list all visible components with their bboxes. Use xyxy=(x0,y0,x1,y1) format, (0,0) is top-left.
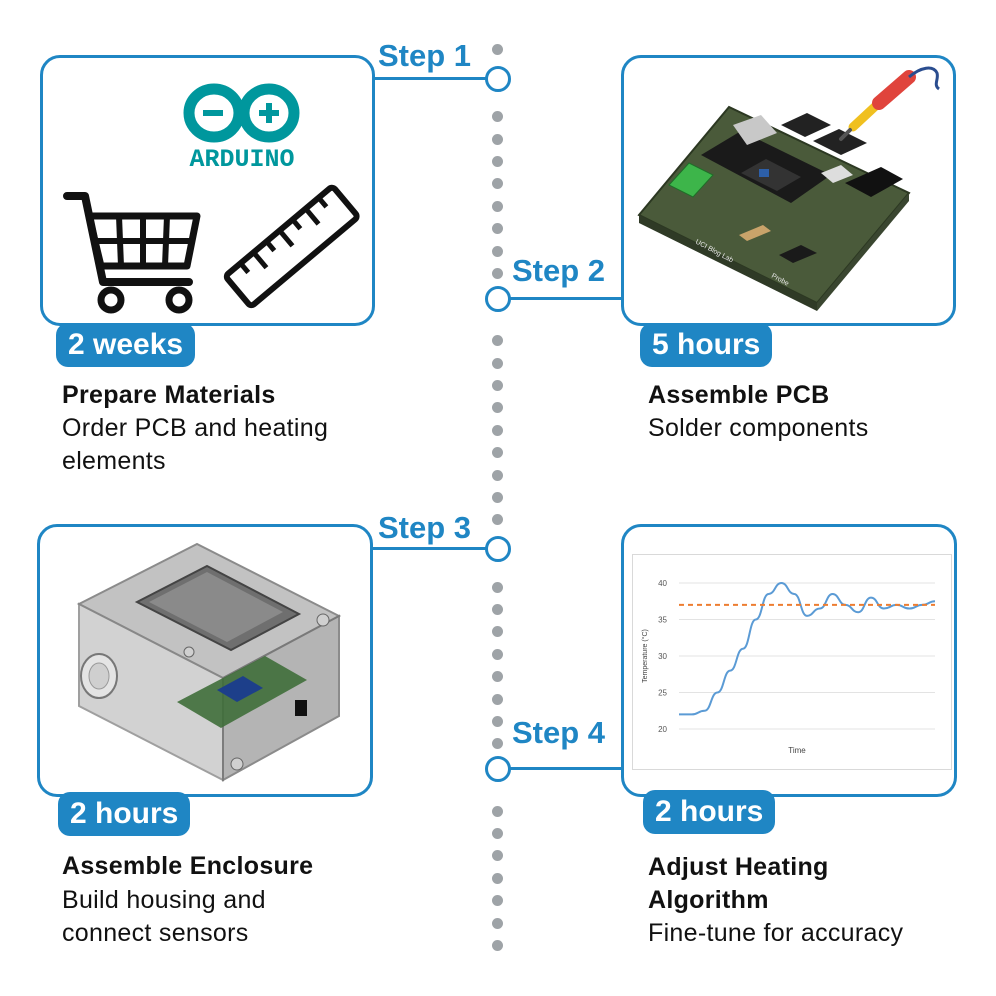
timeline-dot xyxy=(492,918,503,929)
timeline-dot xyxy=(492,447,503,458)
step3-title: Assemble Enclosure xyxy=(62,852,314,880)
timeline-dot xyxy=(492,470,503,481)
step3-label: Step 3 xyxy=(378,510,472,545)
timeline-dot xyxy=(492,111,503,122)
step4-label: Step 4 xyxy=(512,715,606,750)
step2-desc-line1: Solder components xyxy=(648,414,869,442)
step1-duration-badge: 2 weeks xyxy=(56,323,196,367)
step4-node xyxy=(485,756,511,782)
timeline-dot xyxy=(492,626,503,637)
enclosure-illustration xyxy=(76,542,342,782)
timeline-dot xyxy=(492,806,503,817)
step1-card: ARDUINO xyxy=(40,55,375,326)
arduino-logo: ARDUINO xyxy=(183,83,300,174)
timeline-dot xyxy=(492,201,503,212)
y-tick-label: 40 xyxy=(658,579,667,588)
step2-title: Assemble PCB xyxy=(648,381,830,409)
timeline-dot xyxy=(492,940,503,951)
timeline-dot xyxy=(492,425,503,436)
timeline-dot xyxy=(492,604,503,615)
step2-connector xyxy=(510,297,624,300)
step3-desc-line1: Build housing and xyxy=(62,886,266,914)
timeline-dot xyxy=(492,694,503,705)
timeline-dot xyxy=(492,738,503,749)
timeline-dot xyxy=(492,335,503,346)
timeline-dot xyxy=(492,402,503,413)
step1-connector xyxy=(372,77,486,80)
timeline-dot xyxy=(492,268,503,279)
arduino-wordmark: ARDUINO xyxy=(189,145,294,174)
x-axis-label: Time xyxy=(788,746,806,755)
step1-label: Step 1 xyxy=(378,38,472,73)
y-tick-label: 25 xyxy=(658,689,667,698)
ruler-icon xyxy=(223,184,360,309)
step4-connector xyxy=(510,767,624,770)
step2-duration-badge: 5 hours xyxy=(640,323,773,367)
step2-card: UCI Blog Lab Probe xyxy=(621,55,956,326)
pcb-illustration: UCI Blog Lab Probe xyxy=(637,66,940,311)
timeline-dot xyxy=(492,358,503,369)
timeline-dot xyxy=(492,582,503,593)
timeline-dot xyxy=(492,246,503,257)
timeline-dot xyxy=(492,156,503,167)
timeline-dot xyxy=(492,873,503,884)
temperature-series-line xyxy=(679,581,936,716)
step4-title-line1: Adjust Heating xyxy=(648,853,829,881)
y-axis-label: Temperature (°C) xyxy=(641,629,649,683)
step3-desc-line2: connect sensors xyxy=(62,919,249,947)
timeline-dot xyxy=(492,44,503,55)
step1-desc-line1: Order PCB and heating xyxy=(62,414,329,442)
step4-duration-badge: 2 hours xyxy=(643,790,776,834)
step1-title: Prepare Materials xyxy=(62,381,276,409)
step3-card xyxy=(37,524,373,797)
step4-desc-line1: Fine-tune for accuracy xyxy=(648,919,904,947)
timeline-dot xyxy=(492,671,503,682)
y-tick-label: 35 xyxy=(658,616,667,625)
step3-connector xyxy=(372,547,486,550)
timeline-dot xyxy=(492,895,503,906)
timeline-dot xyxy=(492,828,503,839)
timeline-dot xyxy=(492,649,503,660)
timeline-dot xyxy=(492,178,503,189)
step4-title-line2: Algorithm xyxy=(648,886,769,914)
timeline-dot xyxy=(492,850,503,861)
step2-label: Step 2 xyxy=(512,253,606,288)
shopping-cart-icon xyxy=(63,192,201,314)
timeline-dot xyxy=(492,223,503,234)
timeline-dot xyxy=(492,492,503,503)
timeline-dot xyxy=(492,134,503,145)
step1-node xyxy=(485,66,511,92)
step2-node xyxy=(485,286,511,312)
step3-duration-badge: 2 hours xyxy=(58,792,191,836)
step1-desc-line2: elements xyxy=(62,447,166,475)
timeline-dot xyxy=(492,716,503,727)
y-tick-label: 20 xyxy=(658,725,667,734)
step3-node xyxy=(485,536,511,562)
timeline-dot xyxy=(492,380,503,391)
timeline-dot xyxy=(492,514,503,525)
soldering-iron-icon xyxy=(839,66,940,141)
y-tick-label: 30 xyxy=(658,652,667,661)
